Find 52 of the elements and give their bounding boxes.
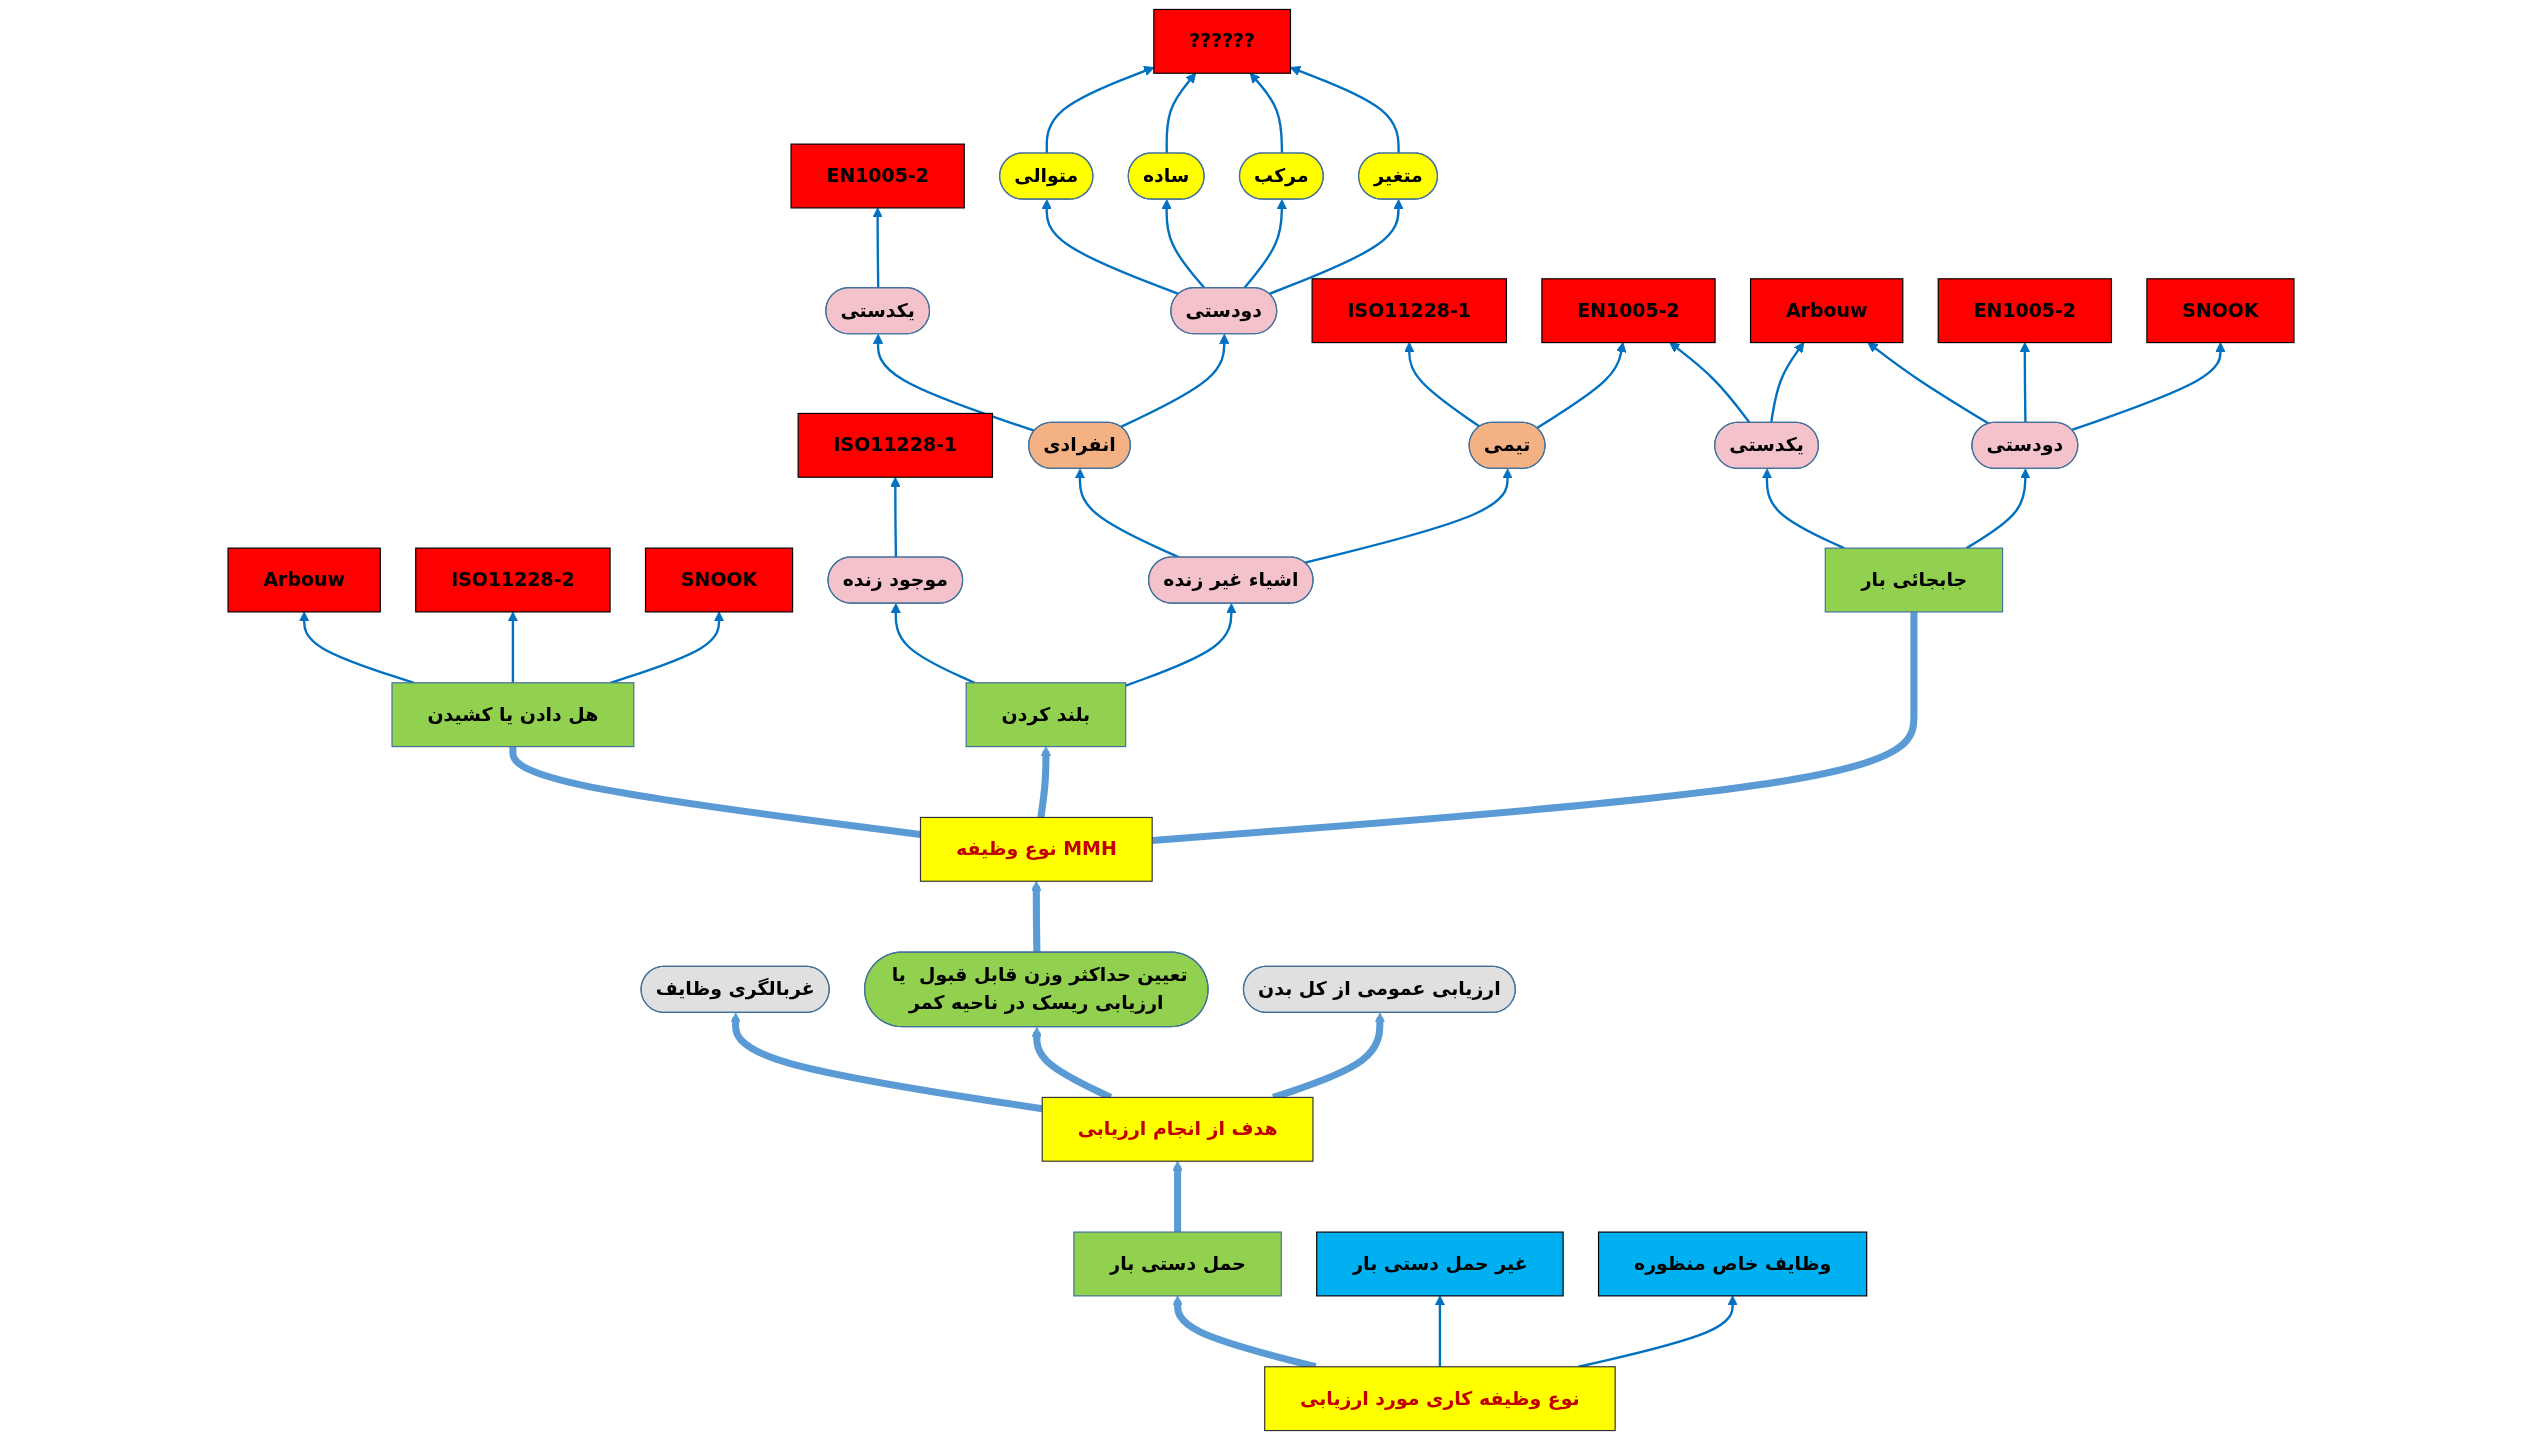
arrow [1867, 342, 1990, 425]
node-box: نوع وظیفه کاری مورد ارزیابی [1264, 1366, 1616, 1432]
node-box: بلند کردن [965, 682, 1127, 748]
arrow [1125, 603, 1237, 687]
node-box: EN1005-2 [790, 143, 965, 209]
node-box: ISO11228-2 [415, 547, 611, 613]
arrow [872, 207, 883, 289]
node-box: وظایف خاص منظوره [1597, 1231, 1868, 1297]
node-box: حمل دستی بار [1073, 1231, 1282, 1297]
node-box: نوع وظیفه MMH [919, 816, 1153, 882]
node-box: هدف از انجام ارزیابی [1041, 1096, 1314, 1162]
node-box: Arbouw [1749, 278, 1904, 344]
arrow [1304, 468, 1513, 564]
arrow [1041, 199, 1180, 296]
arrow [1249, 72, 1284, 154]
arrow [1165, 72, 1197, 154]
arrow [507, 611, 519, 683]
arrow [890, 603, 976, 684]
arrow [1031, 880, 1042, 953]
node-box: ISO11228-1 [1311, 278, 1508, 344]
node-box: ?????? [1153, 8, 1292, 74]
node-box: SNOOK [644, 547, 794, 613]
arrow [730, 1012, 1043, 1113]
node-box: جابجائی بار [1824, 547, 2004, 613]
arrow [1965, 468, 2031, 550]
arrow [890, 476, 901, 558]
node-box: هل دادن یا کشیدن [391, 682, 635, 748]
node-box: ISO11228-1 [797, 412, 994, 478]
arrow [1120, 333, 1230, 428]
arrow [1243, 199, 1287, 289]
arrow [1669, 342, 1751, 424]
arrow [1578, 1295, 1738, 1368]
arrow [1434, 1295, 1446, 1367]
node-box: غیر حمل دستی بار [1316, 1231, 1564, 1297]
arrow [2019, 342, 2031, 423]
arrow [1290, 66, 1400, 154]
arrow [1268, 199, 1404, 295]
arrow [610, 611, 725, 684]
node-box: Arbouw [227, 547, 381, 613]
arrow [298, 611, 415, 684]
arrow [1536, 342, 1627, 429]
arrow [1770, 342, 1805, 424]
arrow [1161, 199, 1206, 289]
node-box: SNOOK [2146, 278, 2295, 344]
arrow [1761, 468, 1845, 550]
connector [509, 746, 921, 838]
arrow [1037, 746, 1052, 818]
arrow [1172, 1160, 1183, 1233]
node-box: EN1005-2 [1541, 278, 1716, 344]
node-box: EN1005-2 [1937, 278, 2113, 344]
arrow [1404, 342, 1481, 428]
arrow [2071, 342, 2226, 432]
